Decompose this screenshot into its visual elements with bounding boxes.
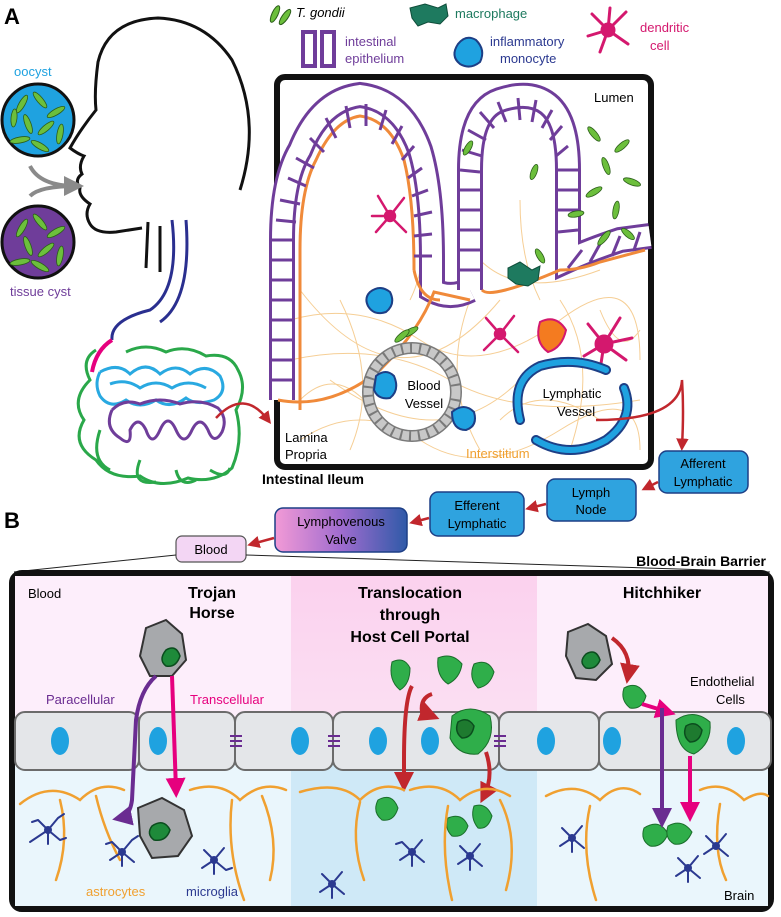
dendritic-cell-lp1 [482, 314, 520, 354]
bbb-zoom-lines [13, 554, 771, 573]
transloc-label-3: Host Cell Portal [350, 629, 469, 646]
neck-lines [144, 221, 162, 272]
endothelial-label-1: Endothelial [690, 674, 754, 689]
blood-vessel-label-2: Vessel [405, 396, 443, 411]
gut-to-ileum-arrow [215, 402, 272, 424]
hitchhiker-monocyte [564, 622, 614, 682]
legend-macrophage-label: macrophage [455, 6, 527, 21]
lymphatic-label-1: Lymphatic [543, 386, 602, 401]
head-profile [68, 16, 251, 234]
villus-left [269, 81, 476, 410]
arrow-efferent-to-valve [409, 514, 430, 527]
lumen-parasites [401, 126, 641, 338]
intestinal-ileum-label: Intestinal Ileum [262, 471, 364, 487]
brain-side-label: Brain [724, 888, 754, 903]
macrophage-cell [507, 261, 541, 287]
ileum-purple [107, 398, 226, 444]
arrow-node-to-efferent [525, 500, 547, 513]
macrophage-legend-icon [409, 3, 449, 27]
small-intestine-blue [95, 365, 225, 407]
afferent-label-2: Lymphatic [674, 474, 733, 489]
orange-cell [537, 318, 568, 354]
valve-label-2: Valve [325, 532, 357, 547]
lymphatic-label-2: Vessel [557, 404, 595, 419]
trojan-label-1: Trojan [188, 585, 236, 602]
blood-flow-label: Blood [194, 542, 227, 557]
interstitium-label: Interstitium [466, 446, 530, 461]
legend-dendritic-label-1: dendritic [640, 20, 690, 35]
legend: T. gondii macrophage dendritic cell inte… [269, 3, 690, 68]
lymphatic-exit-arrow [595, 379, 689, 451]
villus-right [457, 82, 652, 294]
legend-epithelium-label-1: intestinal [345, 34, 396, 49]
blood-vessel [362, 329, 476, 442]
blood-box: Blood [175, 535, 247, 563]
trojan-label-2: Horse [189, 605, 234, 622]
monocyte-legend-icon [453, 36, 484, 68]
panel-label-a: A [4, 4, 20, 29]
legend-monocyte-label-1: inflammatory [490, 34, 565, 49]
endothelial-row [14, 711, 772, 771]
transcellular-arrow [165, 675, 186, 798]
afferent-lymphatic-box: Afferent Lymphatic [658, 450, 749, 494]
legend-epithelium-label-2: epithelium [345, 51, 404, 66]
valve-label-1: Lymphovenous [297, 514, 385, 529]
lamina-propria-label-2: Propria [285, 447, 328, 462]
efferent-label-2: Lymphatic [448, 516, 507, 531]
lymphatic-vessel [512, 356, 633, 455]
endothelial-label-2: Cells [716, 692, 745, 707]
arrow-afferent-to-node [641, 479, 659, 491]
blood-side-label: Blood [28, 586, 61, 601]
transloc-arrow-down-left [394, 685, 414, 792]
lymphovenous-valve-box: Lymphovenous Valve [274, 507, 408, 553]
panel-label-b: B [4, 508, 20, 533]
oocyst-icon [0, 82, 76, 158]
transloc-label-2: through [380, 607, 440, 624]
dendritic-cell-lp2 [582, 316, 634, 372]
lymph-node-label-2: Node [575, 502, 606, 517]
stomach [90, 338, 114, 373]
blood-vessel-label-1: Blood [407, 378, 440, 393]
esophagus [110, 219, 189, 341]
large-intestine [76, 345, 244, 485]
astrocytes [18, 785, 770, 902]
lumen-label: Lumen [594, 90, 634, 105]
monocyte-cell-1 [365, 287, 394, 315]
astrocytes-label: astrocytes [86, 884, 146, 899]
afferent-label-1: Afferent [680, 456, 726, 471]
efferent-lymphatic-box: Efferent Lymphatic [429, 491, 525, 537]
transloc-label-1: Translocation [358, 585, 462, 602]
paracellular-label: Paracellular [46, 692, 115, 707]
efferent-label-1: Efferent [454, 498, 500, 513]
microglia-label: microglia [186, 884, 239, 899]
legend-tgondii-label: T. gondii [296, 5, 346, 20]
lamina-propria-label-1: Lamina [285, 430, 328, 445]
arrow-valve-to-blood [247, 535, 275, 549]
oocyst-label: oocyst [14, 64, 52, 79]
dendritic-legend-icon [586, 6, 630, 54]
lymph-node-label-1: Lymph [572, 485, 611, 500]
hitchhiker-label: Hitchhiker [623, 585, 701, 602]
trojan-infected-monocyte [138, 618, 188, 677]
tgondii-legend-icon [269, 5, 292, 26]
microglia [29, 813, 729, 899]
paracellular-arrow [112, 674, 158, 826]
legend-dendritic-label-2: cell [650, 38, 670, 53]
transcellular-label: Transcellular [190, 692, 265, 707]
dendritic-cell-villus [370, 194, 408, 234]
lymph-node-box: Lymph Node [546, 478, 637, 522]
legend-monocyte-label-2: monocyte [500, 51, 556, 66]
hitchhiker-arrow-1 [610, 636, 640, 684]
epithelium-legend-icon [301, 30, 336, 68]
transloc-arrow-down-right [480, 751, 499, 804]
bbb-title: Blood-Brain Barrier [636, 553, 766, 569]
tissue-cyst-icon [0, 204, 76, 280]
ingestion-arrows [28, 164, 76, 196]
ileum-box: Blood Vessel Lymphatic Vessel Lumen Lami… [269, 74, 689, 470]
tissue-cyst-label: tissue cyst [10, 284, 71, 299]
transloc-arrow-hook [417, 692, 440, 721]
trojan-brain-monocyte [136, 796, 194, 860]
